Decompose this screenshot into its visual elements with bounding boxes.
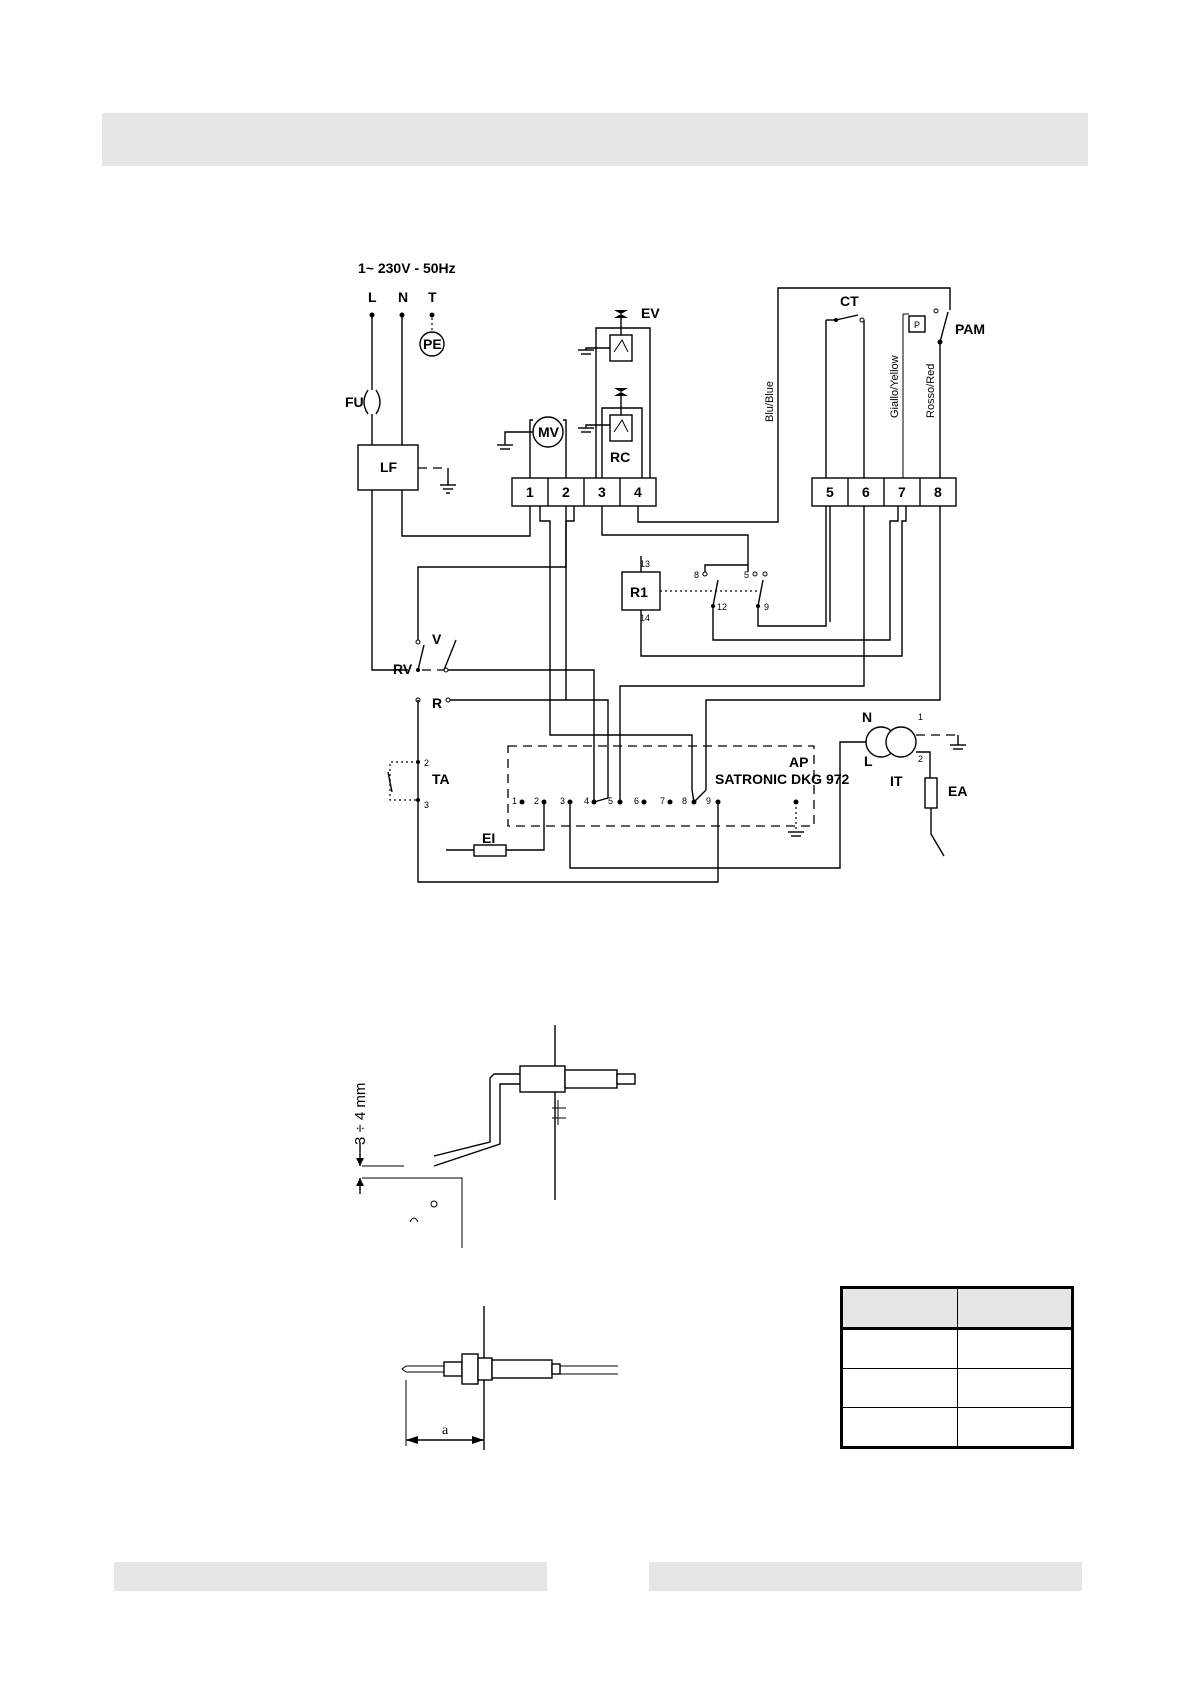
relay-pin-14: 14 <box>640 613 650 623</box>
ap-label: AP <box>789 754 808 770</box>
relay-pin-9: 9 <box>764 602 769 612</box>
control-box <box>507 745 815 827</box>
table-row <box>841 1368 1073 1408</box>
fuse-label: FU <box>345 394 364 410</box>
r1-label: R1 <box>630 584 648 600</box>
table-cell <box>841 1407 958 1448</box>
terminal-1: 1 <box>526 484 534 500</box>
table-cell <box>841 1328 958 1369</box>
wire-yellow-label: Giallo/Yellow <box>889 355 901 418</box>
terminal-n-label: N <box>398 289 408 305</box>
control-pin-4: 4 <box>584 796 589 806</box>
table-cell <box>956 1368 1073 1408</box>
rv-label: RV <box>393 661 413 677</box>
lf-label: LF <box>380 459 398 475</box>
terminal-t-label: T <box>428 289 437 305</box>
table-cell <box>841 1368 958 1408</box>
wire-red-label: Rosso/Red <box>925 364 937 418</box>
control-pin-7: 7 <box>660 796 665 806</box>
v-label: V <box>432 631 442 647</box>
pe-label: PE <box>423 336 442 352</box>
table-header-cell <box>956 1287 1073 1330</box>
table-row <box>841 1407 1073 1448</box>
terminal-7: 7 <box>898 484 906 500</box>
pe-symbol <box>419 331 445 357</box>
supply-label: 1~ 230V - 50Hz <box>358 260 456 276</box>
control-pin-8: 8 <box>682 796 687 806</box>
terminal-6: 6 <box>862 484 870 500</box>
control-pin-1: 1 <box>512 796 517 806</box>
it-pin-2: 2 <box>918 754 923 764</box>
ei-label: EI <box>482 830 495 846</box>
relay-pin-5: 5 <box>744 570 749 580</box>
table-cell <box>956 1407 1073 1448</box>
terminal-8: 8 <box>934 484 942 500</box>
pam-label: PAM <box>955 321 985 337</box>
footer-band-left <box>114 1562 547 1591</box>
it-l-label: L <box>864 753 873 769</box>
table-header-cell <box>841 1287 958 1330</box>
table-cell <box>956 1328 1073 1369</box>
terminal-5: 5 <box>826 484 834 500</box>
it-label: IT <box>890 773 903 789</box>
it-n-label: N <box>862 709 872 725</box>
terminal-l-label: L <box>368 289 377 305</box>
control-pin-3: 3 <box>560 796 565 806</box>
relay-pin-8: 8 <box>694 570 699 580</box>
table-row <box>841 1287 1073 1330</box>
svg-text:P: P <box>914 320 920 330</box>
ct-label: CT <box>840 293 859 309</box>
ev-label: EV <box>641 305 660 321</box>
relay-pin-12: 12 <box>717 602 727 612</box>
wire-blue-label: Blu/Blue <box>764 381 776 422</box>
table-row <box>841 1328 1073 1369</box>
rc-label: RC <box>610 449 630 465</box>
ta-pin-3: 3 <box>424 800 429 810</box>
mv-label: MV <box>538 424 560 440</box>
dimension-a: a <box>442 1423 449 1438</box>
terminal-2: 2 <box>562 484 570 500</box>
satronic-label: SATRONIC DKG 972 <box>715 771 850 787</box>
gap-dimension: 3 ÷ 4 mm <box>352 1083 369 1145</box>
it-pin-1: 1 <box>918 712 923 722</box>
relay-pin-13: 13 <box>640 559 650 569</box>
r-label: R <box>432 695 442 711</box>
spec-table <box>840 1286 1074 1449</box>
ta-label: TA <box>432 771 450 787</box>
control-pin-6: 6 <box>634 796 639 806</box>
ta-pin-2: 2 <box>424 758 429 768</box>
control-pin-9: 9 <box>706 796 711 806</box>
footer-band-right <box>649 1562 1082 1591</box>
terminal-3: 3 <box>598 484 606 500</box>
control-pin-2: 2 <box>534 796 539 806</box>
relay-r1 <box>621 571 661 611</box>
terminal-4: 4 <box>634 484 642 500</box>
header-band <box>102 113 1088 166</box>
line-filter <box>357 444 419 491</box>
ea-label: EA <box>948 783 967 799</box>
control-pin-5: 5 <box>608 796 613 806</box>
